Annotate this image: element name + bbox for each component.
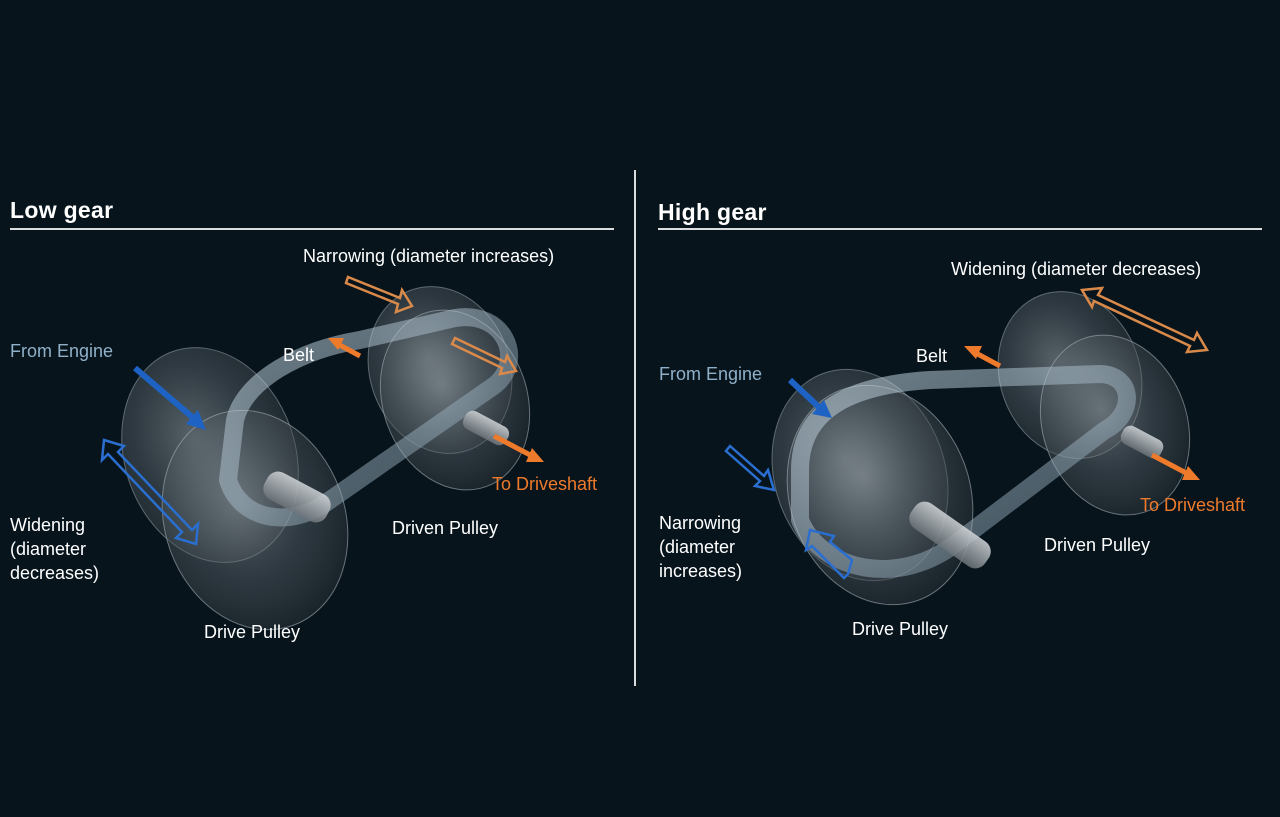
low-drive-pulley-label: Drive Pulley bbox=[204, 622, 301, 642]
from-engine-arrow bbox=[133, 365, 200, 425]
narrowing-arrow bbox=[724, 444, 854, 580]
low-widening-line-1: Widening bbox=[10, 515, 86, 535]
low-gear-illustration bbox=[100, 275, 544, 631]
high-from-engine-label: From Engine bbox=[659, 364, 763, 384]
belt-arrow bbox=[972, 349, 1002, 369]
high-gear-title: High gear bbox=[658, 199, 767, 225]
high-widening-label: Widening (diameter decreases) bbox=[951, 259, 1202, 279]
low-to-driveshaft-label: To Driveshaft bbox=[492, 474, 598, 494]
low-driven-pulley-label: Driven Pulley bbox=[392, 518, 499, 538]
high-to-driveshaft-label: To Driveshaft bbox=[1140, 495, 1246, 515]
panel-divider bbox=[634, 170, 636, 686]
high-narrowing-line-3: increases) bbox=[659, 561, 743, 581]
widening-arrow bbox=[1079, 286, 1210, 354]
to-driveshaft-arrow bbox=[492, 433, 534, 459]
low-gear-title: Low gear bbox=[10, 197, 114, 223]
high-driven-pulley-label: Driven Pulley bbox=[1044, 535, 1151, 555]
high-gear-rule bbox=[658, 228, 1262, 230]
driven-shaft-hub bbox=[1120, 425, 1164, 459]
low-widening-label: Widening (diameter decreases) bbox=[10, 513, 99, 585]
high-narrowing-line-2: (diameter bbox=[659, 537, 736, 557]
drive-shaft-hub bbox=[909, 501, 991, 569]
high-drive-pulley-label: Drive Pulley bbox=[852, 619, 949, 639]
low-widening-line-3: decreases) bbox=[10, 563, 100, 583]
to-driveshaft-arrow bbox=[1150, 452, 1190, 477]
low-gear-rule bbox=[10, 228, 614, 230]
low-from-engine-label: From Engine bbox=[10, 341, 114, 361]
low-narrowing-label: Narrowing (diameter increases) bbox=[303, 246, 555, 266]
low-belt-label: Belt bbox=[283, 345, 315, 365]
high-narrowing-label: Narrowing (diameter increases) bbox=[659, 511, 742, 583]
widening-arrow bbox=[100, 438, 200, 546]
high-narrowing-line-1: Narrowing bbox=[659, 513, 742, 533]
high-gear-illustration bbox=[724, 286, 1210, 606]
low-gear-belt bbox=[219, 308, 519, 527]
from-engine-arrow bbox=[787, 377, 825, 413]
high-belt-label: Belt bbox=[916, 346, 948, 366]
drive-shaft-hub bbox=[263, 471, 331, 523]
narrowing-arrow bbox=[344, 275, 518, 376]
low-widening-line-2: (diameter bbox=[10, 539, 87, 559]
